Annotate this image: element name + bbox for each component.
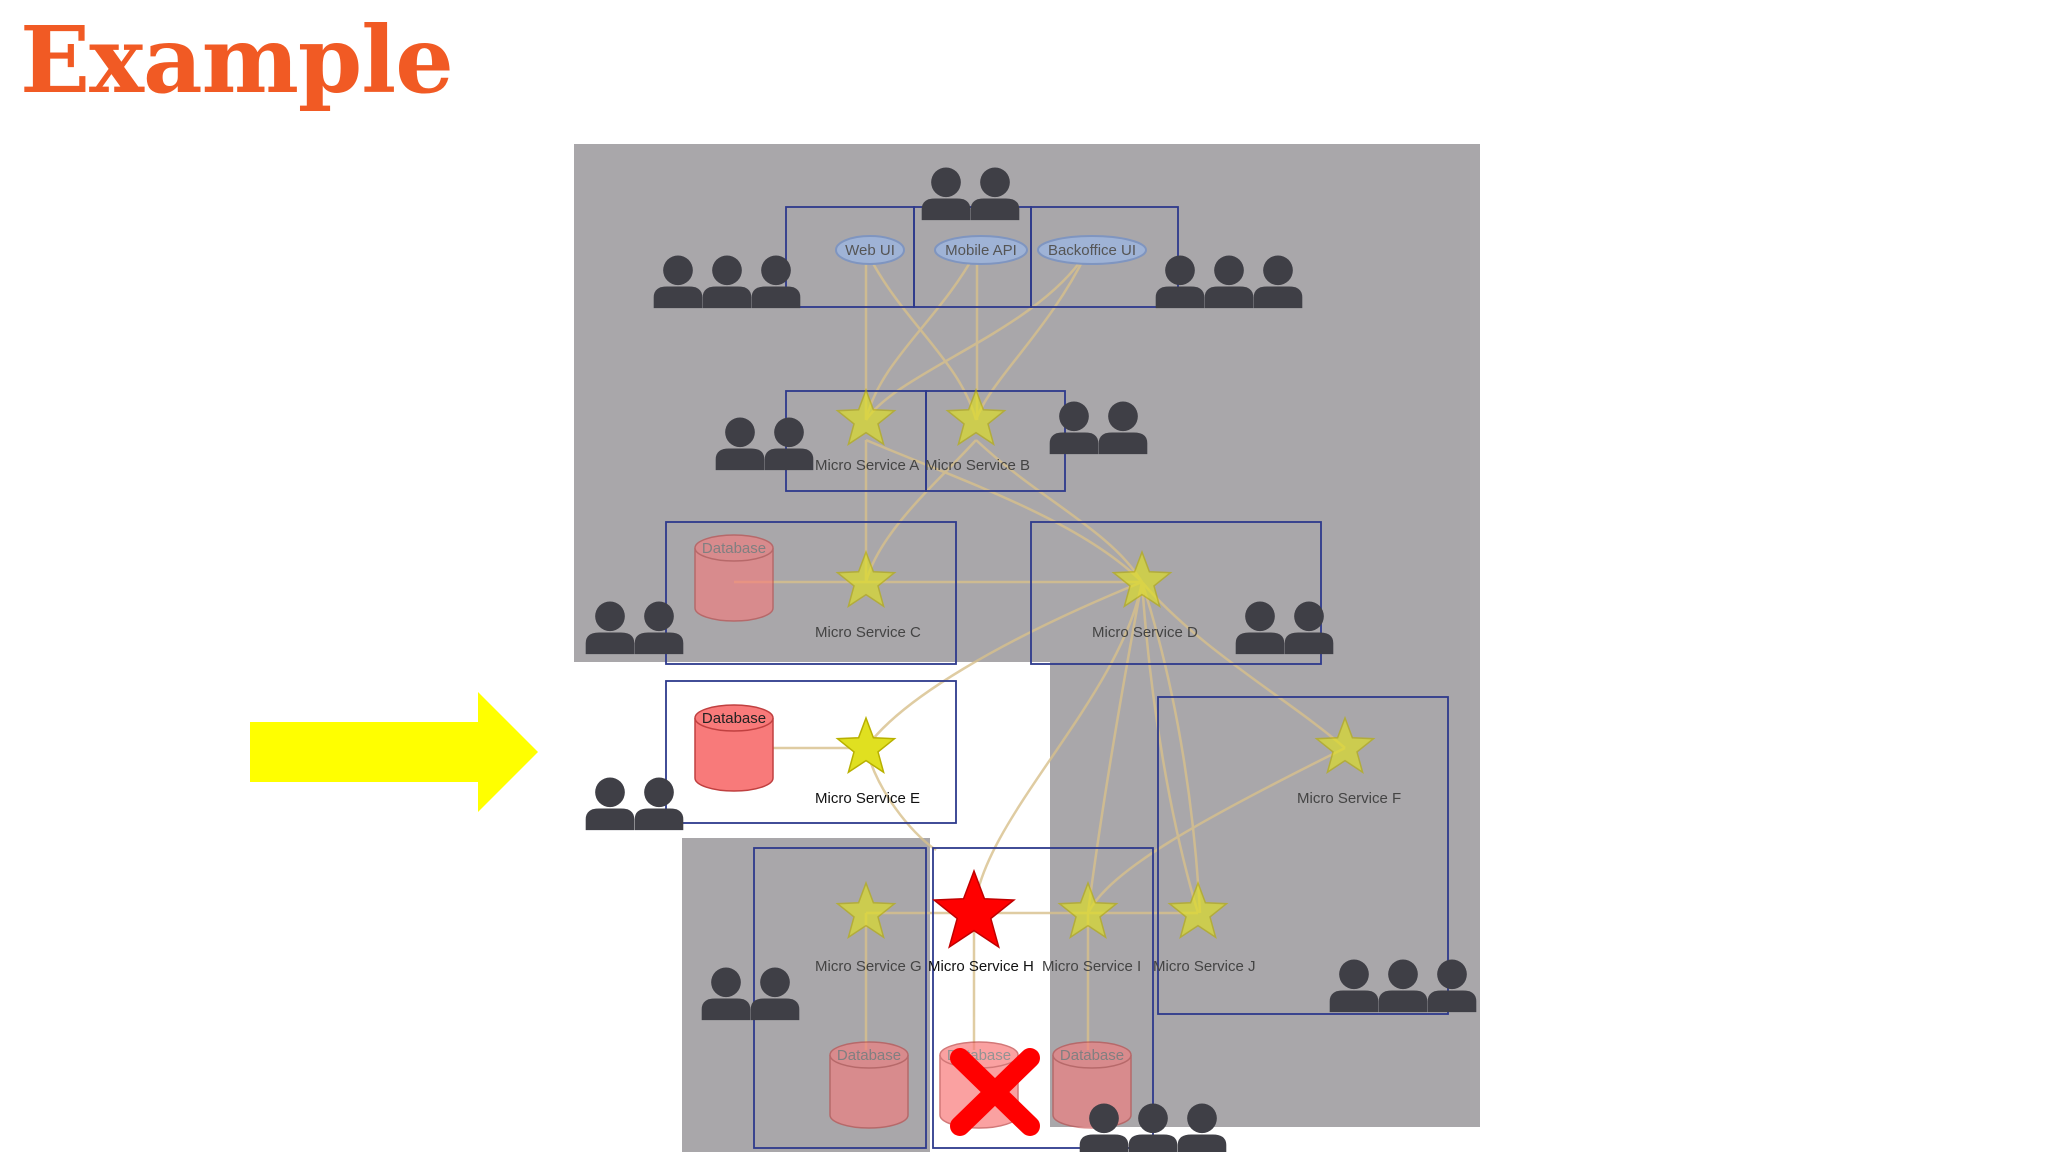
page-title: Example [20,6,454,114]
people-icon [653,255,801,309]
box-service-c [665,521,957,665]
star-icon-service-f [1314,715,1376,775]
people-icon [1329,959,1477,1013]
label-service-c: Micro Service C [815,624,921,641]
label-service-f: Micro Service F [1297,790,1401,807]
star-icon-service-b [945,387,1007,447]
label-service-i: Micro Service I [1042,958,1141,975]
database-label-e: Database [702,710,766,727]
label-service-e: Micro Service E [815,790,920,807]
connectors [734,249,1346,1050]
mobile-api-ellipse [934,235,1028,265]
database-label-i: Database [1060,1047,1124,1064]
people-icon [585,777,684,831]
star-icon-service-a [835,387,897,447]
star-icon-service-e [835,715,897,775]
web-ui-label: Web UI [845,242,895,259]
label-service-h: Micro Service H [928,958,1034,975]
box-service-g [753,847,927,1149]
people-icon [1079,1103,1227,1152]
mobile-api-label: Mobile API [945,242,1017,259]
people-icon [1155,255,1303,309]
box-service-d [1030,521,1322,665]
database-icon: Database [694,534,774,622]
box-service-e [665,680,957,824]
star-icon-service-h [932,868,1016,949]
label-service-j: Micro Service J [1153,958,1256,975]
star-icon-service-j [1167,880,1229,940]
star-icon-service-g [835,880,897,940]
service-boxes [665,206,1449,1149]
right-arrow-icon [250,692,538,812]
backoffice-ui-label: Backoffice UI [1048,242,1136,259]
database-label-c: Database [702,540,766,557]
ui-endpoints: Web UI Mobile API Backoffice UI [835,235,1147,265]
services [835,387,1376,949]
backoffice-ui-ellipse [1037,235,1147,265]
database-icon: Database [829,1041,909,1129]
web-ui-ellipse [835,235,905,265]
box-service-h [932,847,1154,1149]
star-icon-service-c [835,549,897,609]
service-labels: Micro Service A Micro Service B Micro Se… [815,457,1401,975]
database-label-g: Database [837,1047,901,1064]
database-icon: Database [1052,1041,1132,1129]
label-service-d: Micro Service D [1092,624,1198,641]
box-service-f [1157,696,1449,1015]
database-icon: Database [694,704,774,792]
star-icon-service-d [1111,549,1173,609]
x-mark-icon [950,1048,1040,1136]
label-service-b: Micro Service B [925,457,1030,474]
label-service-a: Micro Service A [815,457,919,474]
label-service-g: Micro Service G [815,958,922,975]
star-icon-service-i [1057,880,1119,940]
